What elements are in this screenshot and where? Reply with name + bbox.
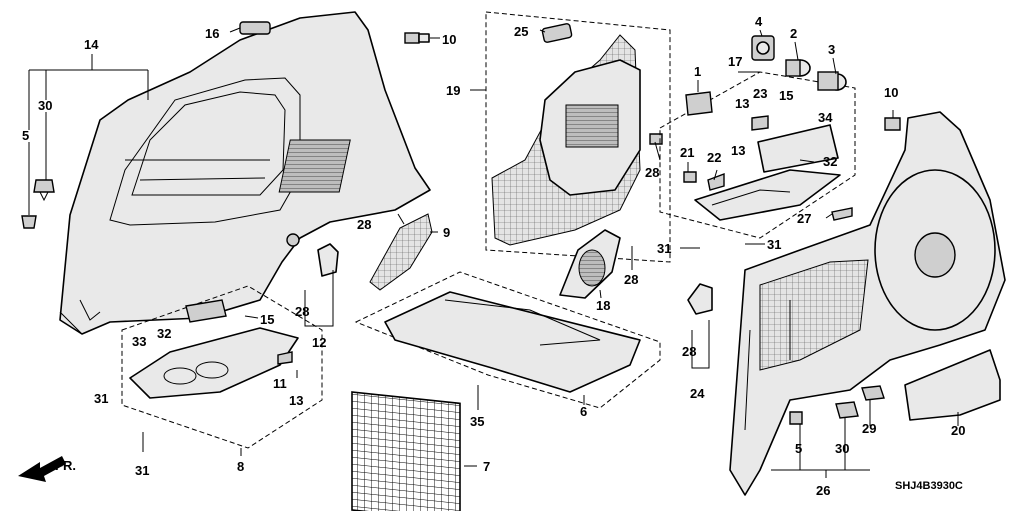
callout-15: 15	[260, 312, 274, 327]
part-17-tray	[694, 169, 841, 221]
callout-10: 10	[884, 85, 898, 100]
callout-14: 14	[84, 37, 99, 52]
part-21-clip	[683, 171, 697, 183]
callout-2: 2	[790, 26, 797, 41]
callout-21: 21	[680, 145, 694, 160]
part-10-clip-b	[884, 117, 901, 131]
callout-7: 7	[483, 459, 490, 474]
part-30-clip-b	[835, 401, 859, 419]
callout-3: 3	[828, 42, 835, 57]
callout-19: 19	[446, 83, 460, 98]
callout-6: 6	[580, 404, 587, 419]
callout-27: 27	[797, 211, 811, 226]
callout-30: 30	[835, 441, 849, 456]
group-6-outline	[354, 271, 661, 409]
callout-30: 30	[38, 98, 52, 113]
callout-25: 25	[514, 24, 528, 39]
callout-28: 28	[624, 272, 638, 287]
part-27-cap	[831, 207, 853, 221]
callout-31: 31	[94, 391, 108, 406]
left-quarter-trim-panel	[59, 11, 431, 335]
vent-grille	[565, 104, 619, 148]
callout-9: 9	[443, 225, 450, 240]
callout-28: 28	[295, 304, 309, 319]
callout-32: 32	[823, 154, 837, 169]
part-4-socket	[751, 35, 775, 61]
callout-29: 29	[862, 421, 876, 436]
callout-35: 35	[470, 414, 484, 429]
leader-lines	[28, 27, 959, 478]
callout-28: 28	[682, 344, 696, 359]
callout-31: 31	[767, 237, 781, 252]
callout-5: 5	[22, 128, 29, 143]
part-10-bolt	[404, 32, 430, 44]
callout-8: 8	[237, 459, 244, 474]
callout-17: 17	[728, 54, 742, 69]
callout-4: 4	[755, 14, 763, 29]
speaker-grille	[278, 139, 351, 193]
cargo-side-lining	[491, 34, 641, 246]
part-2-socket	[785, 59, 811, 77]
callout-31: 31	[657, 241, 671, 256]
callout-12: 12	[312, 335, 326, 350]
part-12-bracket	[317, 243, 339, 277]
callout-18: 18	[596, 298, 610, 313]
callout-28: 28	[645, 165, 659, 180]
part-1-switch	[685, 91, 713, 116]
callout-34: 34	[818, 110, 833, 125]
callout-15: 15	[779, 88, 793, 103]
diagram-code: SHJ4B3930C	[895, 480, 963, 492]
part-5-clip-b	[789, 411, 803, 425]
part-16-cap	[239, 21, 271, 35]
cargo-floor-cover	[384, 291, 641, 393]
callout-11: 11	[273, 376, 287, 391]
callout-16: 16	[205, 26, 219, 41]
callout-13: 13	[289, 393, 303, 408]
part-8-cupholder-tray	[129, 327, 299, 399]
callout-5: 5	[795, 441, 802, 456]
callout-24: 24	[690, 386, 705, 401]
part-5-clip	[21, 215, 37, 229]
callout-22: 22	[707, 150, 721, 165]
part-20-panel	[904, 349, 1001, 421]
part-17-lid	[757, 124, 839, 173]
part-29-clip	[861, 385, 885, 401]
front-direction-label: FR.	[55, 458, 76, 473]
callout-13: 13	[735, 96, 749, 111]
group-8-outline	[121, 285, 323, 449]
part-30-clip	[33, 179, 55, 202]
callout-10: 10	[442, 32, 456, 47]
callout-33: 33	[132, 334, 146, 349]
group-19-outline	[485, 11, 671, 263]
callout-31: 31	[135, 463, 149, 478]
callout-1: 1	[694, 64, 701, 79]
part-28-clip-a	[649, 133, 663, 145]
part-8-bracket	[185, 299, 227, 323]
front-direction-arrow	[18, 456, 66, 482]
callout-13: 13	[731, 143, 745, 158]
part-23-clip	[751, 115, 769, 131]
part-11-clip	[277, 351, 293, 365]
callout-20: 20	[951, 423, 965, 438]
callout-numbers: 16 14 10 25 19 4 2 3 17 1 13 23 15 10 34…	[22, 14, 965, 498]
callout-26: 26	[816, 483, 830, 498]
part-9-grille	[369, 213, 433, 291]
callout-23: 23	[753, 86, 767, 101]
part-3-socket	[817, 71, 847, 91]
part-22-clip	[707, 172, 725, 191]
callout-32: 32	[157, 326, 171, 341]
clip-hole	[286, 233, 300, 247]
part-25-cover	[541, 23, 573, 43]
part-24-bracket	[687, 283, 713, 315]
cargo-net	[351, 391, 461, 511]
callout-28: 28	[357, 217, 371, 232]
right-quarter-trim-panel	[729, 111, 1006, 496]
